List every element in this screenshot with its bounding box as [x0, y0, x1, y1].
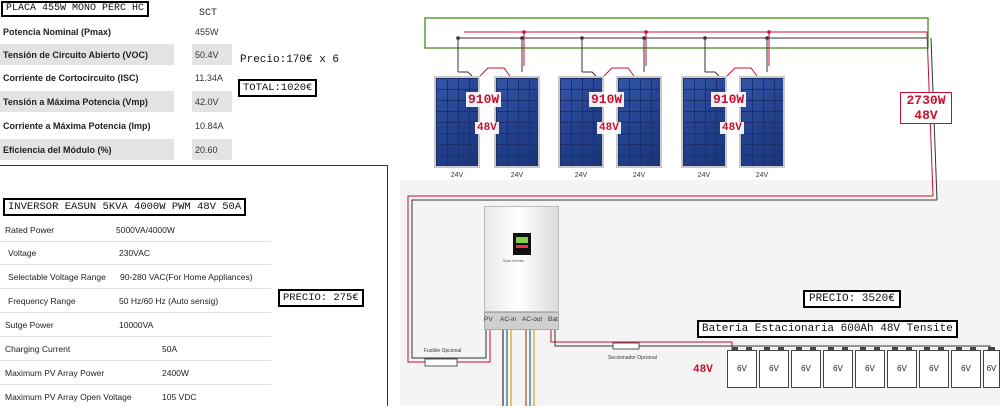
- port-label-pv: PV: [484, 316, 493, 323]
- panel-total: TOTAL:1020€: [238, 79, 318, 97]
- pv-negative-run: [411, 199, 937, 359]
- inverter-row: Maximum PV Array Power 2400W: [0, 361, 271, 385]
- panel-voltage-label: 24V: [632, 172, 646, 179]
- panel-voltage-label: 24V: [510, 172, 524, 179]
- inverter-row-value: 50A: [162, 343, 178, 354]
- inverter-row-label: Maximum PV Array Open Voltage: [5, 391, 132, 402]
- battery-cell: 6V: [759, 347, 789, 388]
- group-voltage-label: 48V: [720, 122, 744, 134]
- solar-panel: [494, 76, 540, 168]
- panel-voltage-label: 24V: [450, 172, 464, 179]
- inverter-row-value: 5000VA/4000W: [116, 224, 175, 235]
- battery-price: PRECIO: 3520€: [803, 290, 901, 308]
- inverter-unit: Solar Inverter: [484, 206, 559, 312]
- spec-value: 455W: [195, 26, 219, 37]
- group-voltage-label: 48V: [597, 122, 621, 134]
- panel-voltage-label: 24V: [755, 172, 769, 179]
- inverter-row-value: 230VAC: [119, 247, 151, 258]
- battery-cell: 6V: [727, 347, 757, 388]
- panel-spec-table: PLACA 455W MONO PERC HC SCT Potencia Nom…: [0, 0, 364, 162]
- inverter-row-value: 50 Hz/60 Hz (Auto sensig): [119, 295, 219, 306]
- group-power-label: 910W: [711, 92, 747, 107]
- inverter-row-value: 10000VA: [119, 319, 154, 330]
- inverter-row-value: 2400W: [162, 367, 189, 378]
- panel-spec-column-header: SCT: [199, 8, 218, 19]
- breaker-symbol: [612, 342, 640, 350]
- spec-label: Corriente a Máxima Potencia (Imp): [3, 120, 151, 131]
- junction-dots-red: [522, 30, 771, 34]
- port-label-bat: Bat: [548, 316, 558, 323]
- solar-wiring-diagram: 24V 24V 24V 24V 24V 24V 910W 48V 910W 48…: [400, 0, 1000, 406]
- total-power-box: 2730W 48V: [900, 92, 952, 124]
- spec-label: Tensión de Circuito Abierto (VOC): [0, 44, 174, 65]
- group-voltage-label: 48V: [475, 122, 499, 134]
- port-label-ac-out: AC-out: [522, 316, 543, 323]
- spec-value: 50.4V: [192, 44, 232, 65]
- battery-cell: 6V: [919, 347, 949, 388]
- inverter-row-label: Sutge Power: [5, 319, 54, 330]
- solar-panel: [434, 76, 480, 168]
- total-voltage: 48V: [914, 108, 938, 123]
- inverter-row-value: 105 VDC: [162, 391, 197, 402]
- panel-voltage-label: 24V: [574, 172, 588, 179]
- battery-cell: 6V: [887, 347, 917, 388]
- panel-voltage-label: 24V: [697, 172, 711, 179]
- spec-label: Tensión a Máxima Potencia (Vmp): [0, 91, 174, 112]
- inverter-title: INVERSOR EASUN 5KVA 4000W PWM 48V 50A: [3, 198, 247, 216]
- group-power-label: 910W: [466, 92, 502, 107]
- battery-cell: 6V: [823, 347, 853, 388]
- junction-dots: [456, 36, 769, 40]
- battery-voltage-label: 48V: [693, 364, 713, 376]
- spec-value: 11.34A: [195, 72, 223, 83]
- spec-value: 20.60: [192, 139, 232, 160]
- inverter-row: Rated Power 5000VA/4000W: [0, 218, 271, 242]
- spec-label: Potencia Nominal (Pmax): [3, 26, 112, 37]
- inverter-row-label: Frequency Range: [8, 295, 76, 306]
- panel-drop-wires: [457, 38, 768, 77]
- spec-value: 10.84A: [195, 120, 224, 131]
- panel-positive-wires: [479, 32, 770, 77]
- battery-cell: 6V: [983, 347, 1000, 388]
- inverter-row-value: 90-280 VAC(For Home Appliances): [120, 271, 253, 282]
- inverter-row-label: Maximum PV Array Power: [5, 367, 105, 378]
- inverter-row-label: Rated Power: [5, 224, 55, 235]
- spec-value: 42.0V: [192, 91, 232, 112]
- inverter-price: PRECIO: 275€: [278, 289, 364, 307]
- solar-panel: [739, 76, 785, 168]
- ac-wires: [502, 330, 535, 406]
- inverter-spec-table: INVERSOR EASUN 5KVA 4000W PWM 48V 50A Ra…: [0, 165, 388, 406]
- inverter-row: Frequency Range 50 Hz/60 Hz (Auto sensig…: [0, 289, 271, 313]
- inverter-row-label: Selectable Voltage Range: [8, 271, 106, 282]
- inverter-screen: [513, 233, 531, 255]
- fuse-symbol: [424, 358, 458, 367]
- inverter-row-label: Voltage: [8, 247, 37, 258]
- breaker-label: Seccionador Opcional: [608, 355, 657, 361]
- inverter-brand-label: Solar Inverter: [503, 259, 525, 263]
- total-power: 2730W: [906, 93, 946, 108]
- inverter-row: Maximum PV Array Open Voltage 105 VDC: [0, 385, 271, 408]
- inverter-base: [484, 312, 559, 330]
- inverter-row: Voltage 230VAC: [0, 241, 271, 265]
- spec-label: Corriente de Cortocircuito (ISC): [3, 72, 139, 83]
- green-wire: [424, 17, 929, 49]
- solar-panel: [616, 76, 662, 168]
- inverter-row: Selectable Voltage Range 90-280 VAC(For …: [0, 265, 271, 289]
- spec-label: Eficiencia del Módulo (%): [0, 139, 174, 160]
- pv-positive-run: [407, 195, 933, 363]
- panel-price: Precio:170€ x 6: [240, 54, 340, 66]
- battery-cell: 6V: [855, 347, 885, 388]
- battery-title: Batería Estacionaria 600Ah 48V Tensite: [697, 320, 958, 338]
- group-power-label: 910W: [589, 92, 625, 107]
- panel-spec-title: PLACA 455W MONO PERC HC: [1, 1, 150, 17]
- fuse-label: Fusible Opcional: [424, 348, 462, 354]
- inverter-row: Sutge Power 10000VA: [0, 313, 271, 337]
- battery-cell: 6V: [791, 347, 821, 388]
- inverter-row-label: Charging Current: [5, 343, 71, 354]
- wiring-lines: [400, 17, 1000, 406]
- port-label-ac-in: AC-in: [500, 316, 517, 323]
- battery-cell: 6V: [951, 347, 981, 388]
- inverter-row: Charging Current 50A: [0, 337, 271, 361]
